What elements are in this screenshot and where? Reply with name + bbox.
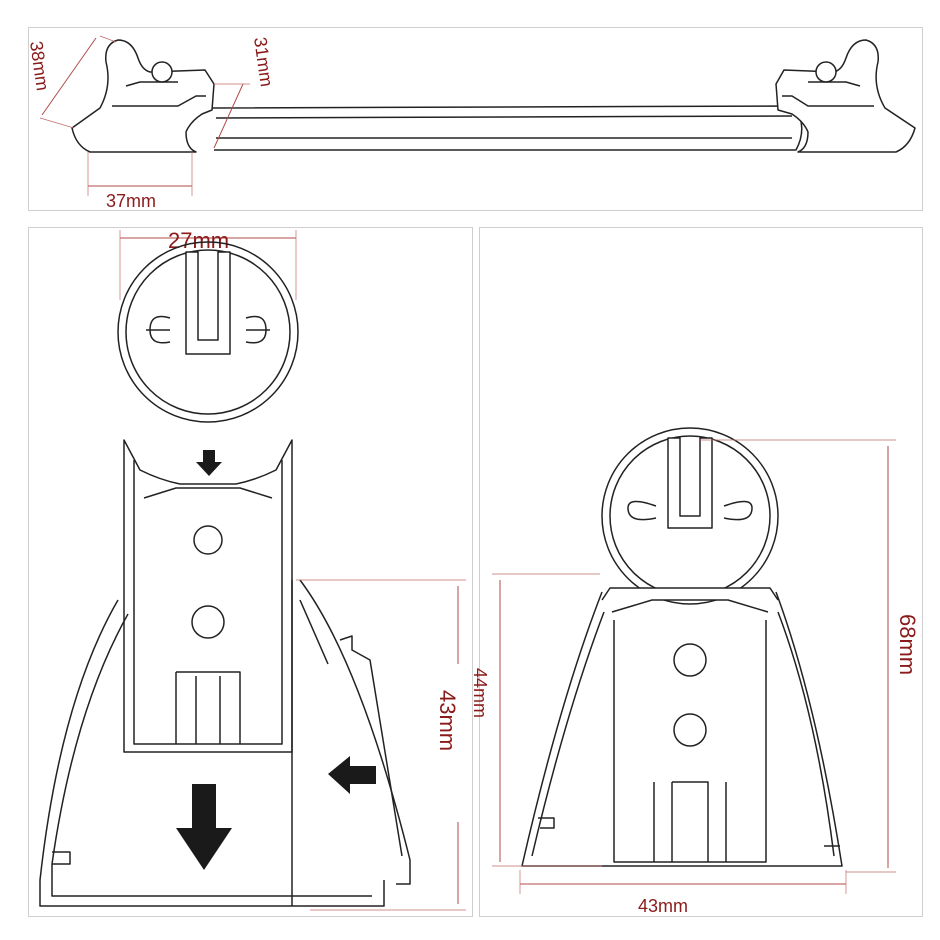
side-view-rail: [71, 39, 916, 153]
base-height-right-label: 44mm: [470, 668, 490, 718]
base-height-left-label: 43mm: [435, 690, 460, 751]
center-base-profile: [123, 439, 293, 753]
assembled-profile: [521, 427, 843, 867]
tube-profile: [117, 241, 299, 423]
top-height-label: 38mm: [26, 40, 53, 92]
assembly-height-label: 68mm: [895, 614, 920, 675]
assembled-profile-panel: [479, 227, 923, 917]
top-width-label: 37mm: [106, 191, 156, 211]
assembly-height-dimension: [700, 439, 896, 873]
top-slot-label: 31mm: [250, 36, 277, 88]
outer-foot-profile: [39, 579, 411, 907]
arrow-down-large-icon: [176, 784, 232, 870]
top-dimension-lines: [39, 35, 250, 196]
arrow-left-icon: [328, 756, 376, 794]
base-height-right-dimension: [492, 573, 602, 867]
base-width-label: 43mm: [638, 896, 688, 916]
base-width-dimension: [519, 870, 847, 894]
tube-width-label: 27mm: [168, 228, 229, 253]
tube-width-dimension: [119, 230, 297, 300]
base-height-left-dimension: [296, 579, 466, 911]
arrow-down-small-icon: [196, 450, 222, 476]
